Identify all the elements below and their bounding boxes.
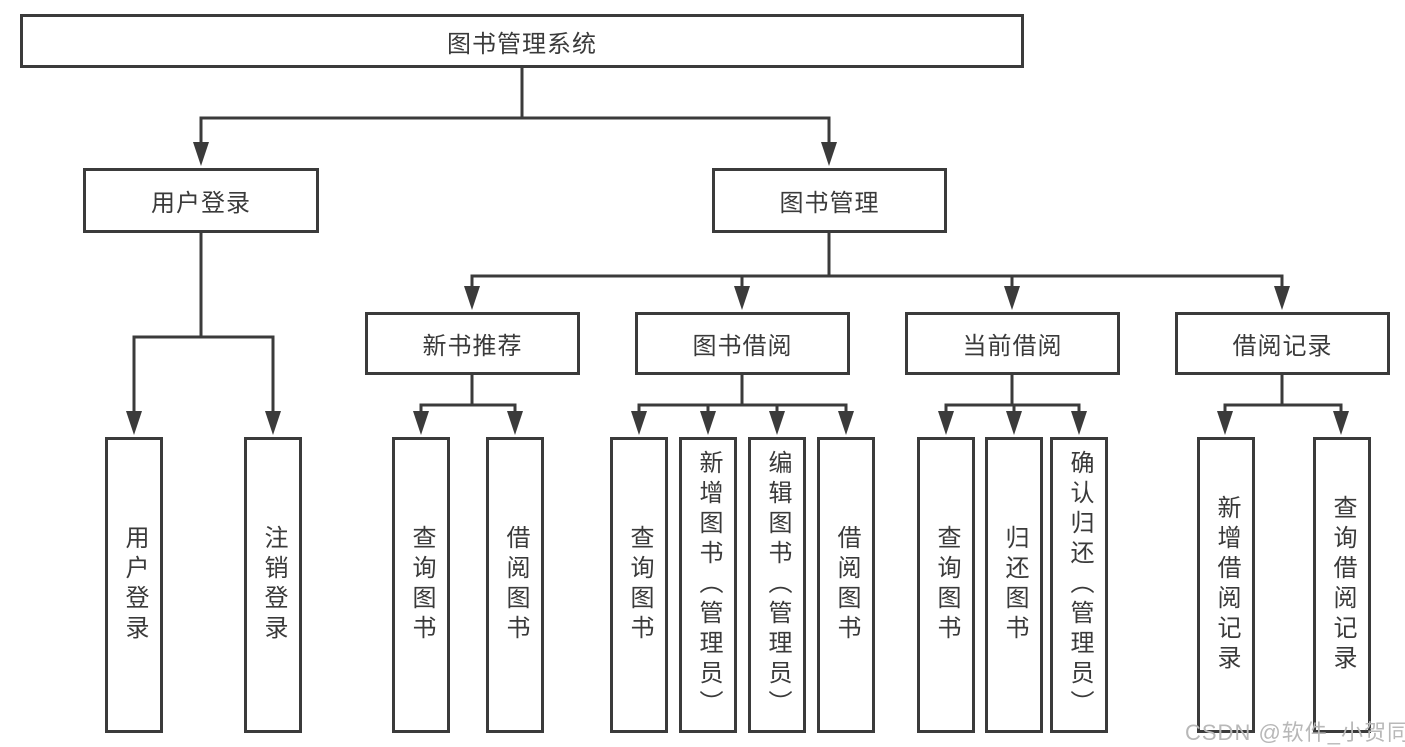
leaf-borrow-books-borrowing-label: 借阅图书 xyxy=(833,525,860,645)
node-borrowing-records: 借阅记录 xyxy=(1175,312,1390,375)
node-root-system: 图书管理系统 xyxy=(20,14,1024,68)
leaf-edit-books-admin: 编辑图书（管理员） xyxy=(748,437,806,733)
leaf-query-books-current: 查询图书 xyxy=(917,437,975,733)
node-borrowing-records-label: 借阅记录 xyxy=(1232,333,1333,360)
leaf-edit-books-admin-label: 编辑图书（管理员） xyxy=(764,450,791,720)
node-new-book-recommend-label: 新书推荐 xyxy=(422,333,523,360)
leaf-query-borrow-record-label: 查询借阅记录 xyxy=(1329,495,1356,675)
node-root-label: 图书管理系统 xyxy=(447,30,597,58)
leaf-add-borrow-record-label: 新增借阅记录 xyxy=(1213,495,1240,675)
leaf-borrow-books-recommend: 借阅图书 xyxy=(486,437,544,733)
leaf-user-login: 用户登录 xyxy=(105,437,163,733)
leaf-query-books-recommend-label: 查询图书 xyxy=(408,525,435,645)
leaf-return-books-label: 归还图书 xyxy=(1001,525,1028,645)
leaf-logout: 注销登录 xyxy=(244,437,302,733)
leaf-add-borrow-record: 新增借阅记录 xyxy=(1197,437,1255,733)
leaf-add-books-admin-label: 新增图书（管理员） xyxy=(695,450,722,720)
node-book-management: 图书管理 xyxy=(712,168,947,233)
leaf-logout-label: 注销登录 xyxy=(260,525,287,645)
leaf-query-books-borrowing-label: 查询图书 xyxy=(626,525,653,645)
leaf-borrow-books-borrowing: 借阅图书 xyxy=(817,437,875,733)
leaf-query-borrow-record: 查询借阅记录 xyxy=(1313,437,1371,733)
node-book-borrowing-label: 图书借阅 xyxy=(692,333,793,360)
leaf-query-books-recommend: 查询图书 xyxy=(392,437,450,733)
leaf-borrow-books-recommend-label: 借阅图书 xyxy=(502,525,529,645)
leaf-confirm-return-admin: 确认归还（管理员） xyxy=(1050,437,1108,733)
csdn-watermark: CSDN @软件_小贺同学 xyxy=(1185,720,1405,745)
node-book-management-label: 图书管理 xyxy=(779,190,880,217)
leaf-user-login-label: 用户登录 xyxy=(121,525,148,645)
node-current-borrowing: 当前借阅 xyxy=(905,312,1120,375)
node-new-book-recommend: 新书推荐 xyxy=(365,312,580,375)
node-user-login-label: 用户登录 xyxy=(151,190,251,217)
leaf-return-books: 归还图书 xyxy=(985,437,1043,733)
node-user-login: 用户登录 xyxy=(83,168,319,233)
leaf-query-books-current-label: 查询图书 xyxy=(933,525,960,645)
leaf-query-books-borrowing: 查询图书 xyxy=(610,437,668,733)
leaf-add-books-admin: 新增图书（管理员） xyxy=(679,437,737,733)
node-book-borrowing: 图书借阅 xyxy=(635,312,850,375)
leaf-confirm-return-admin-label: 确认归还（管理员） xyxy=(1066,450,1093,720)
node-current-borrowing-label: 当前借阅 xyxy=(962,333,1063,360)
